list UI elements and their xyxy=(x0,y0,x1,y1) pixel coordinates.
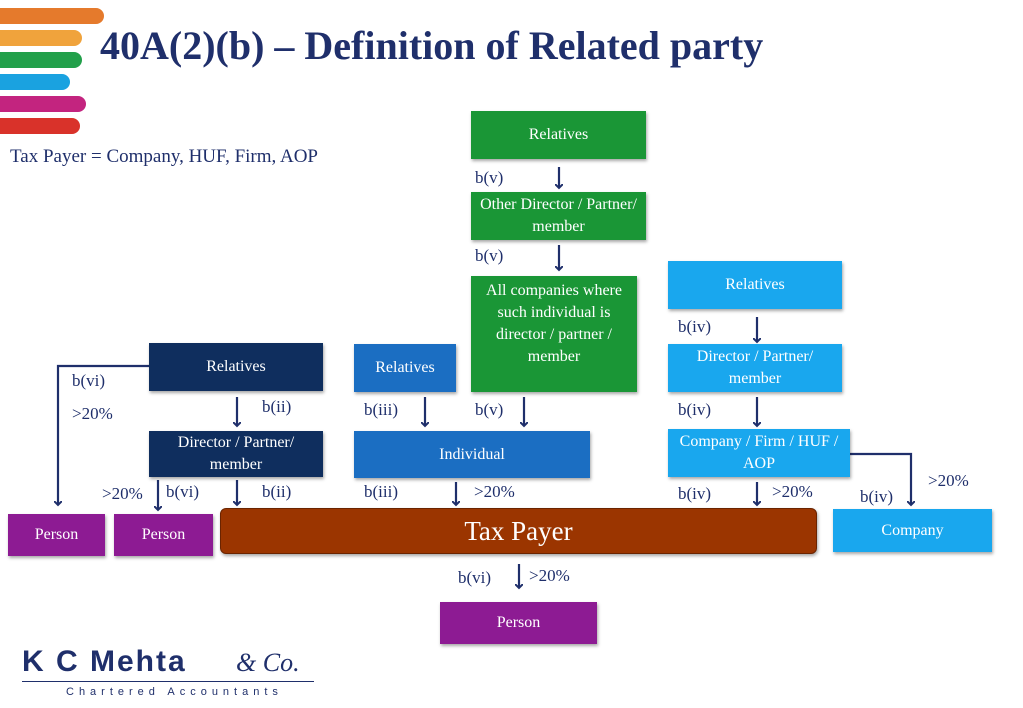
label-bvi-2: b(vi) xyxy=(166,482,200,501)
stripe-blue xyxy=(0,74,70,90)
tax-payer-definition: Tax Payer = Company, HUF, Firm, AOP xyxy=(10,146,318,167)
logo-co: & Co. xyxy=(236,648,300,677)
box-left-director: Director / Partner/ member xyxy=(149,431,323,477)
label-pct-far-right: >20% xyxy=(928,471,969,490)
box-right-company: Company / Firm / HUF / AOP xyxy=(668,429,850,477)
box-left-relatives: Relatives xyxy=(149,343,323,391)
box-person-left2: Person xyxy=(114,514,213,556)
logo-underline xyxy=(22,681,314,682)
label-bv-2: b(v) xyxy=(475,246,504,265)
label-pct-right: >20% xyxy=(772,482,813,501)
label-biv-3: b(iv) xyxy=(678,484,712,503)
stripe-orange xyxy=(0,8,104,24)
box-other-director: Other Director / Partner/ member xyxy=(471,192,646,240)
box-person-bottom: Person xyxy=(440,602,597,644)
box-person-left1: Person xyxy=(8,514,105,556)
arrow-right-company-to-company xyxy=(850,452,911,505)
label-biii-2: b(iii) xyxy=(364,482,398,501)
label-bii-1: b(ii) xyxy=(262,397,292,416)
label-pct-left: >20% xyxy=(102,484,143,503)
stripe-green xyxy=(0,52,82,68)
box-company-right: Company xyxy=(833,509,992,552)
label-pct-mid: >20% xyxy=(474,482,515,501)
label-bii-2: b(ii) xyxy=(262,482,292,501)
page-title: 40A(2)(b) – Definition of Related party xyxy=(100,23,764,68)
label-biv-1: b(iv) xyxy=(678,317,712,336)
box-all-companies: All companies where such individual is d… xyxy=(471,276,637,392)
box-tax-payer: Tax Payer xyxy=(220,508,817,554)
box-top-relatives: Relatives xyxy=(471,111,646,159)
label-bv-1: b(v) xyxy=(475,168,504,187)
label-biv-2: b(iv) xyxy=(678,400,712,419)
label-bvi-1: b(vi) xyxy=(72,371,106,390)
label-pct-left-top: >20% xyxy=(72,404,113,423)
label-bv-3: b(v) xyxy=(475,400,504,419)
box-individual: Individual xyxy=(354,431,590,478)
stripe-pink xyxy=(0,96,86,112)
label-biv-4: b(iv) xyxy=(860,487,894,506)
arrow-left-relatives-to-person1 xyxy=(58,364,149,505)
logo-name: K C Mehta xyxy=(22,645,187,678)
label-biii-1: b(iii) xyxy=(364,400,398,419)
box-right-relatives: Relatives xyxy=(668,261,842,309)
box-mid-relatives: Relatives xyxy=(354,344,456,392)
logo-tagline: Chartered Accountants xyxy=(66,686,283,698)
stripe-yellow xyxy=(0,30,82,46)
label-bvi-3: b(vi) xyxy=(458,568,492,587)
stripe-red xyxy=(0,118,80,134)
box-right-director: Director / Partner/ member xyxy=(668,344,842,392)
label-pct-bottom: >20% xyxy=(529,566,570,585)
